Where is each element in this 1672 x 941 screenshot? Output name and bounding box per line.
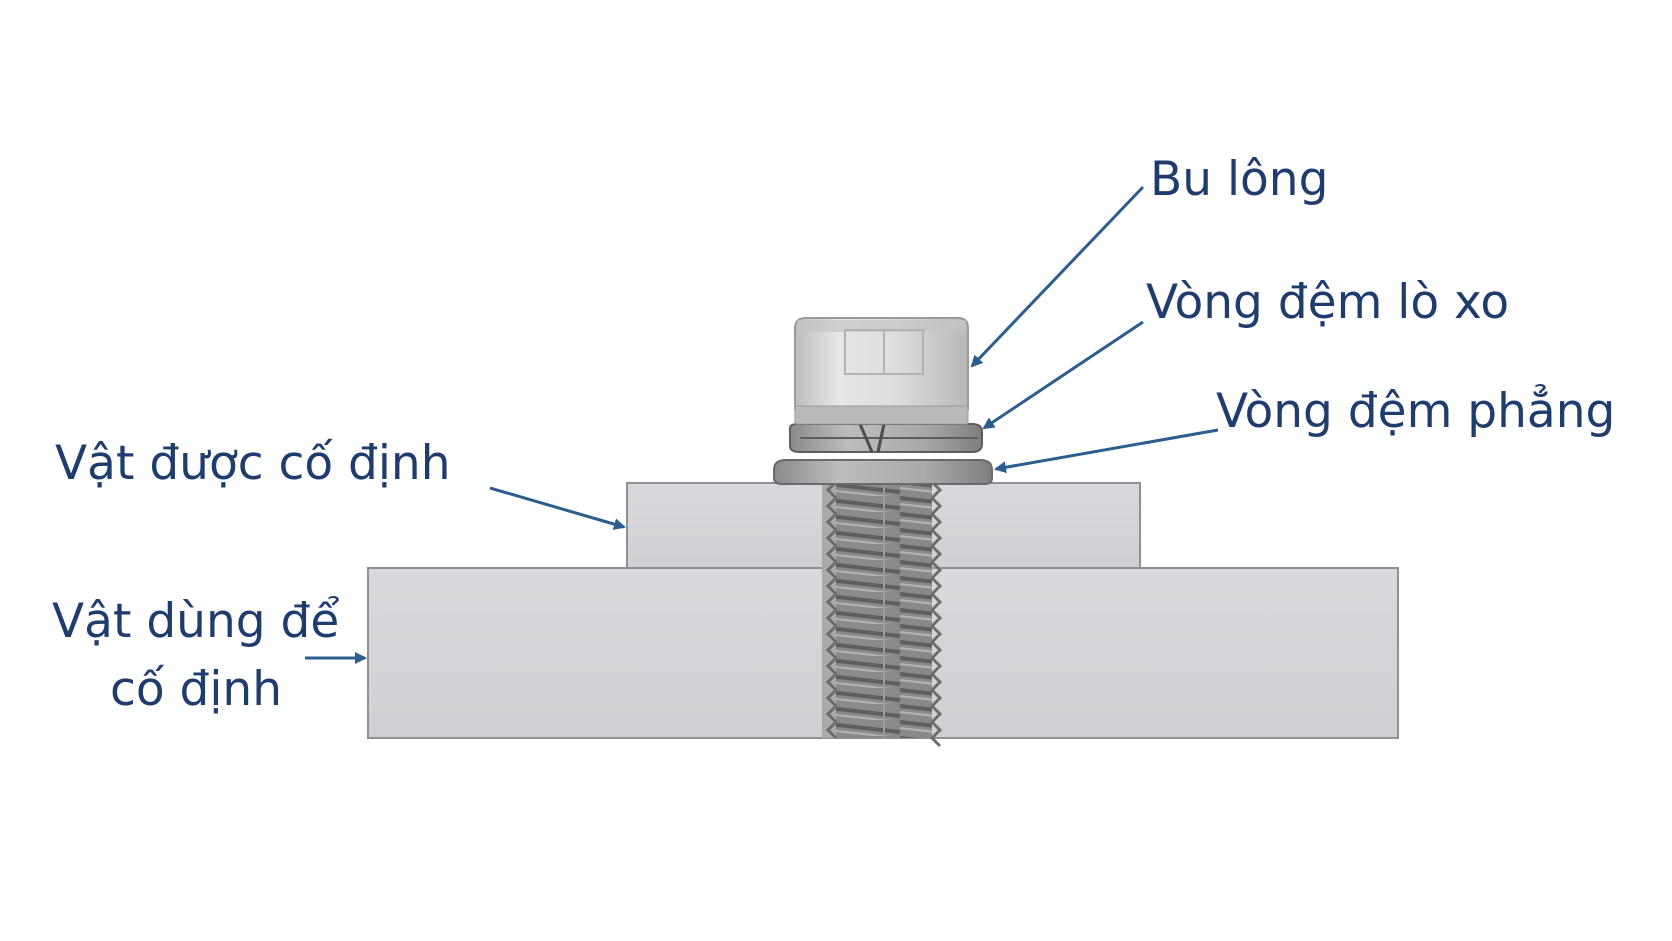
flat-washer [773,459,993,485]
bolt-leader-arrow [970,185,1145,368]
spring-washer [789,423,983,453]
flat-washer-leader-arrow [994,428,1219,474]
bolt-head [794,317,969,425]
fixed-object-leader-arrow [489,486,626,530]
spring-washer-leader-arrow [982,320,1144,430]
label-flat-washer: Vòng đệm phẳng [1216,384,1615,439]
label-base-object-line2: cố định [110,662,282,717]
label-bolt: Bu lông [1150,152,1328,207]
label-base-object-line1: Vật dùng để [52,594,339,649]
label-spring-washer: Vòng đệm lò xo [1146,275,1509,330]
bolt-shank [822,480,943,748]
label-fixed-object: Vật được cố định [55,436,450,491]
